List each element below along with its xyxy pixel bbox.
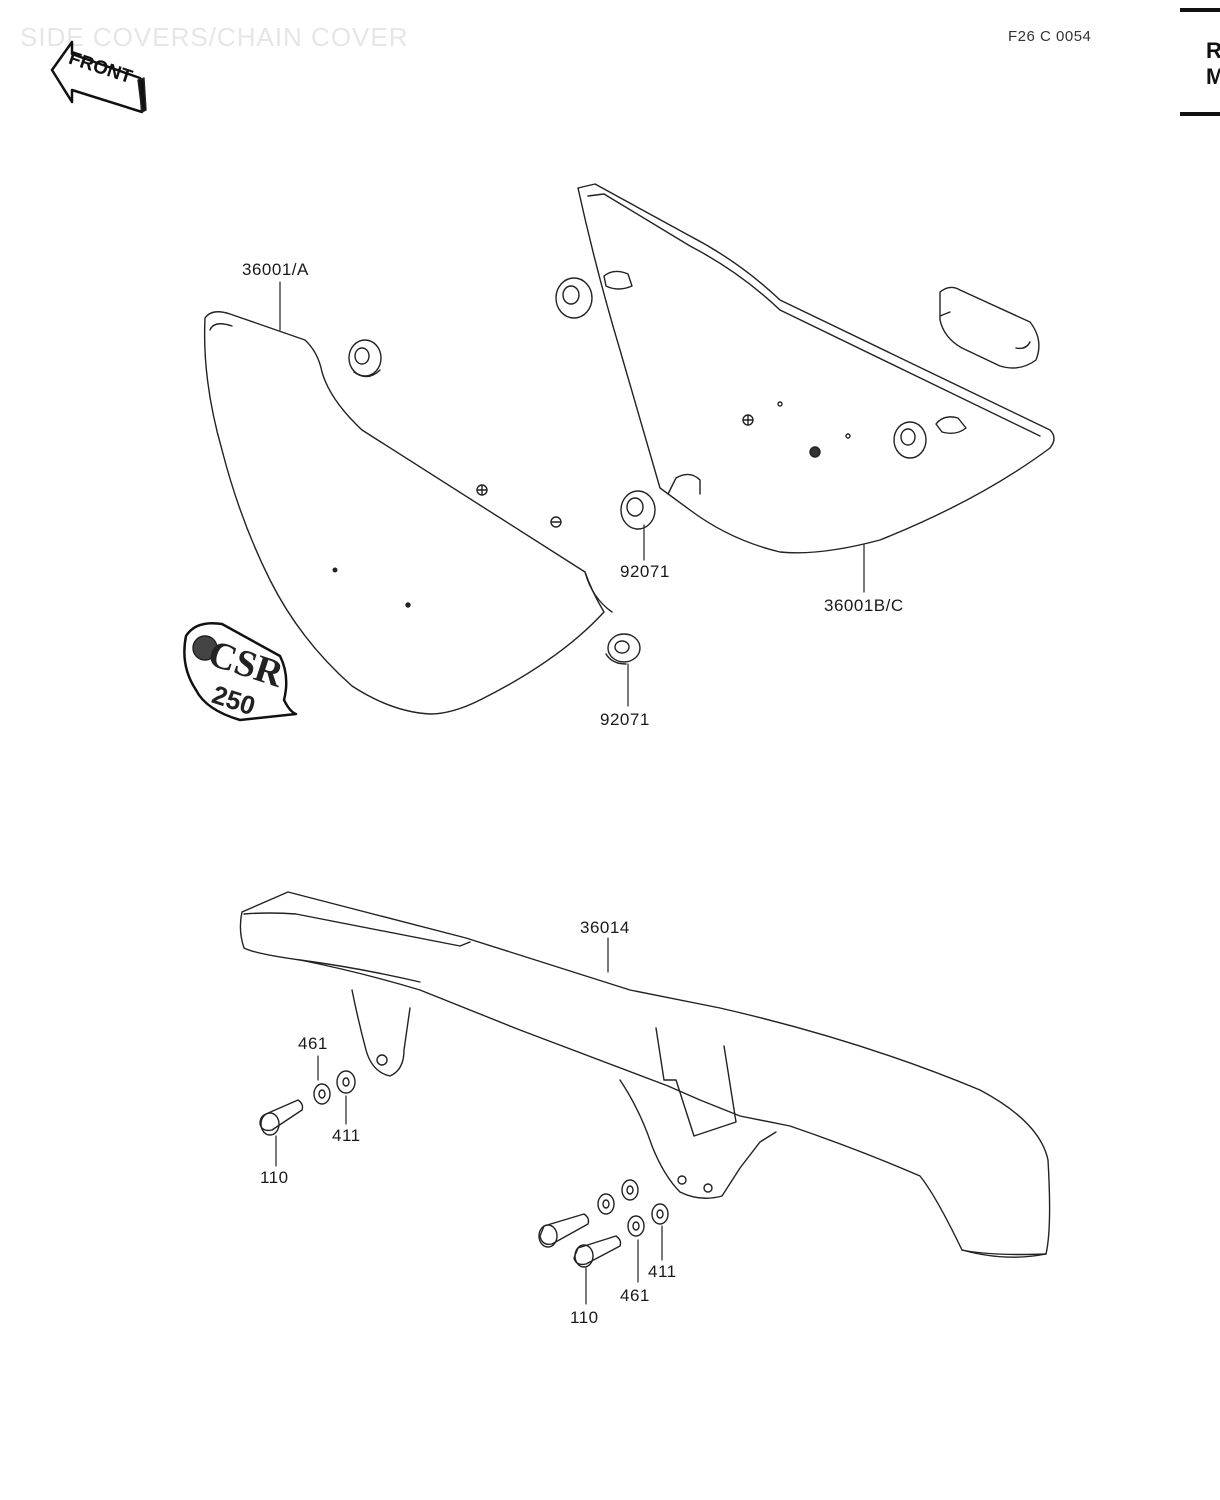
- washer-rear-411-upper: [621, 1179, 639, 1201]
- grommet-92071-mid: [620, 490, 656, 530]
- callout-washer-461-rear: 461: [620, 1286, 650, 1305]
- side-tab-letter-1: R: [1206, 38, 1220, 63]
- washer-rear-461-lower: [627, 1215, 645, 1237]
- grommet-right-mid: [893, 421, 927, 459]
- csr-emblem-icon: [183, 622, 298, 722]
- side-tab-letter-2: M: [1206, 64, 1220, 89]
- diagram-title: SIDE COVERS/CHAIN COVER: [20, 22, 409, 52]
- callout-grommet-low: 92071: [600, 710, 650, 729]
- bolt-front-icon: [259, 1099, 304, 1136]
- callout-washer-461-front: 461: [298, 1034, 328, 1053]
- grommet-right-upper: [603, 270, 633, 290]
- chain-cover: [239, 891, 1051, 1258]
- callout-washer-411-rear: 411: [648, 1262, 677, 1281]
- right-side-cover: [577, 183, 1055, 554]
- washer-rear-411-lower: [651, 1203, 669, 1225]
- bolt-rear-upper-icon: [538, 1213, 590, 1248]
- bolt-rear-lower-icon: [573, 1235, 622, 1268]
- grommet-top-left: [348, 339, 382, 378]
- side-tab-bottom-rule: [1180, 112, 1220, 116]
- washer-front-461: [313, 1083, 331, 1105]
- callout-left-cover: 36001/A: [242, 260, 309, 279]
- side-tab-top-rule: [1180, 8, 1220, 12]
- leader-lines: [275, 281, 865, 1305]
- callout-right-cover: 36001B/C: [824, 596, 904, 615]
- callout-bolt-110-front: 110: [260, 1168, 289, 1187]
- washer-front-411: [336, 1070, 356, 1094]
- callout-bolt-110-rear: 110: [570, 1308, 599, 1327]
- grommet-right-top: [555, 277, 593, 319]
- washer-rear-461-upper: [597, 1193, 615, 1215]
- callout-washer-411-front: 411: [332, 1126, 361, 1145]
- diagram-code: F26 C 0054: [1008, 28, 1092, 45]
- mounting-bracket: [939, 286, 1040, 369]
- callout-chain-cover: 36014: [580, 918, 630, 937]
- left-side-cover: [203, 311, 613, 715]
- grommet-92071-low: [605, 633, 641, 665]
- grommet-right-hook: [935, 416, 967, 435]
- callout-grommet-mid: 92071: [620, 562, 670, 581]
- front-arrow-icon: [50, 40, 147, 114]
